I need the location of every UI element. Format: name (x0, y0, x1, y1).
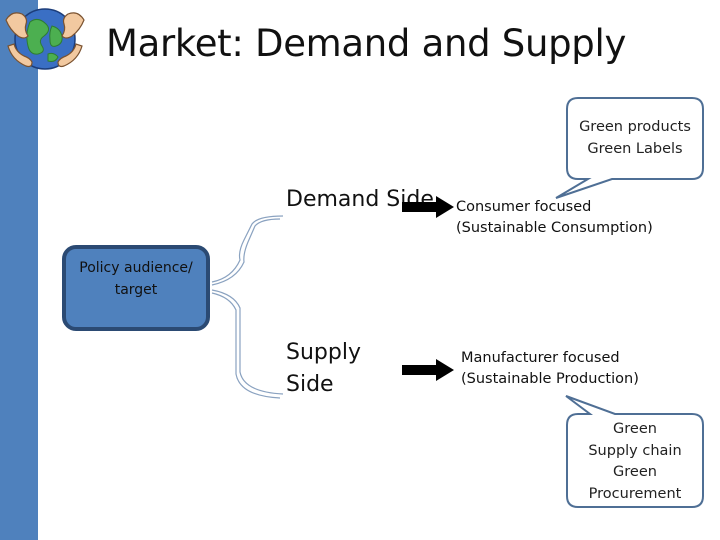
hands-holding-globe-icon (5, 8, 85, 70)
callout-top: Green products Green Labels (567, 117, 703, 160)
callout-top-line-1: Green products (579, 119, 691, 135)
supply-desc-line-1: Manufacturer focused (461, 350, 620, 366)
supply-desc-line-2: (Sustainable Production) (461, 371, 639, 387)
demand-description: Consumer focused (Sustainable Consumptio… (456, 197, 653, 239)
left-accent-bar (0, 0, 38, 540)
policy-box-line-2: target (114, 282, 158, 298)
callout-bottom-line-4: Procurement (588, 485, 682, 502)
policy-box-line-1: Policy audience/ (79, 260, 193, 276)
right-arrow-icon (402, 196, 454, 218)
supply-connector (211, 289, 284, 395)
supply-connector-inner (211, 292, 281, 399)
supply-side-line-1: Supply (286, 340, 361, 365)
callout-bottom-line-1: Green (613, 421, 657, 437)
right-arrow-icon (402, 359, 454, 381)
demand-connector-inner (211, 218, 281, 286)
supply-side-line-2: Side (286, 372, 334, 397)
demand-desc-line-2: (Sustainable Consumption) (456, 220, 653, 236)
policy-audience-box: Policy audience/ target (62, 245, 210, 331)
callout-bottom-shape (565, 395, 704, 508)
supply-side-label: Supply Side (286, 337, 361, 401)
slide-title: Market: Demand and Supply (106, 22, 627, 65)
supply-description: Manufacturer focused (Sustainable Produc… (461, 348, 639, 390)
demand-connector (211, 215, 284, 283)
callout-bottom-line-3: Green (613, 464, 657, 480)
callout-bottom-line-2: Supply chain (588, 442, 682, 459)
callout-top-shape (555, 97, 704, 199)
callout-top-line-2: Green Labels (587, 140, 683, 157)
demand-desc-line-1: Consumer focused (456, 199, 592, 215)
callout-bottom: Green Supply chain Green Procurement (567, 419, 703, 505)
